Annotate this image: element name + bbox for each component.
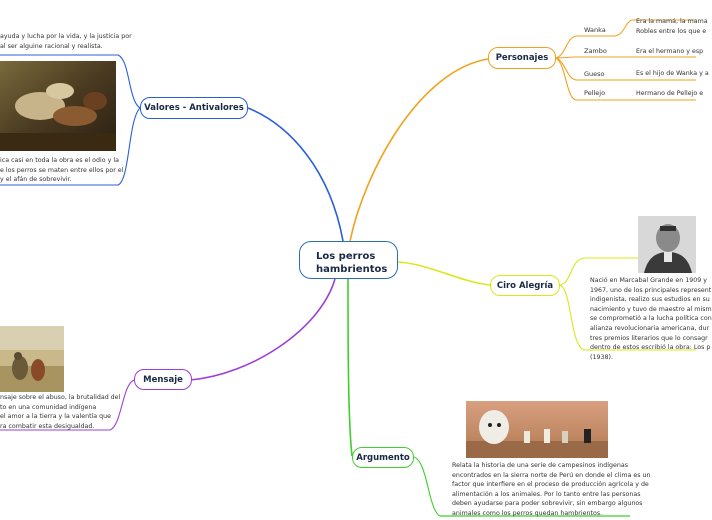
personajes-to-gueso [555,57,615,81]
wanka-description-line: Era la mamá, la mama [636,18,708,25]
pellejo-description: Hermano de Pellejo e [636,90,704,97]
central-title-line2: hambrientos [316,264,388,275]
personajes-to-pellejo [555,57,615,101]
ciro-biography-line: tres premios literarios que lo consagr [590,334,708,342]
personajes-to-wanka [555,35,615,59]
ciro-biography: Nació en Marcabal Grande en 1909 y 1967,… [590,276,712,362]
valores-text-bottom-line: y el afán de sobrevivir. [0,176,72,184]
gueso-description: Es el hijo de Wanka y a [636,70,709,77]
branch-ciro [397,261,491,286]
wanka-to-desc [614,19,696,37]
mensaje-text-line: to en una comunidad indígena [0,403,97,411]
valores-to-top-text [0,54,141,109]
topic-argumento[interactable]: Argumento [352,447,414,468]
ciro-biography-line: alianza revolucionaria americana, dur [590,324,710,332]
branch-mensaje [189,278,336,381]
personaje-wanka[interactable]: Wanka [584,26,606,34]
zambo-description: Era el hermano y esp [636,48,704,55]
topic-argumento-label: Argumento [356,452,410,463]
mensaje-text-line: nsaje sobre el abuso, la brutalidad del [0,394,121,401]
wanka-description-line: Robles entre los que e [636,27,707,35]
ciro-biography-line: Nació en Marcabal Grande en 1909 y [590,277,707,284]
ciro-biography-line: (1938). [590,353,613,361]
valores-text-bottom: ica casi en toda la obra es el odio y la… [0,156,123,185]
valores-text-bottom-line: ica casi en toda la obra es el odio y la [0,157,119,164]
ciro-biography-line: 1967, uno de los principales represent [590,286,712,294]
mindmap-connectors [0,19,696,517]
argumento-text-line: animales como los perros quedan hambrien… [452,509,603,517]
valores-text-top: ayuda y lucha por la vida, y la justicia… [0,32,132,51]
valores-text-top-line: al ser alguine racional y realista. [0,42,103,50]
valores-to-bottom-text [0,107,141,186]
ciro-biography-line: se comprometió a la lucha política con [590,315,712,323]
mensaje-text-line: el amor a la tierra y la valentía que [0,413,112,421]
valores-text-top-line: ayuda y lucha por la vida, y la justicia… [0,33,132,40]
ciro-biography-line: dentro de estos escribió la obra: Los p [590,344,711,352]
personaje-pellejo[interactable]: Pellejo [584,89,606,97]
argumento-image-dogs-film [466,401,608,458]
ciro-biography-line: nacimiento y tuvo de maestro al mism [590,305,712,313]
topic-valores-antivalores[interactable]: Valores - Antivalores [140,97,248,119]
topic-mensaje[interactable]: Mensaje [134,369,192,390]
personaje-gueso[interactable]: Gueso [584,70,605,78]
branch-argumento [347,278,353,457]
branch-personajes [349,58,489,242]
wanka-description: Era la mamá, la mama Robles entre los qu… [636,17,708,36]
argumento-text-line: encontrados en la sierra norte de Perú e… [452,471,651,479]
valores-text-bottom-line: e los perros se maten entre ellos por el [0,166,124,174]
argumento-text-line: deben ayudarse para poder sobrevivir, si… [452,500,643,508]
personajes-to-zambo [555,56,615,59]
topic-ciro-alegria[interactable]: Ciro Alegría [490,275,560,296]
topic-personajes-label: Personajes [495,53,549,63]
argumento-to-text-curve [413,456,441,517]
mensaje-text-line: ra combatir esta desigualdad. [0,422,95,430]
mensaje-image-gleaners-painting [0,326,64,392]
argumento-text-line: Relata la historia de una serie de campe… [452,462,628,469]
topic-personajes[interactable]: Personajes [488,47,556,69]
branch-valores [247,107,344,242]
ciro-to-text-bottom [559,284,696,351]
central-title-line1: Los perros [316,251,376,262]
mensaje-text: nsaje sobre el abuso, la brutalidad del … [0,393,120,431]
ciro-to-text [559,257,696,286]
topic-mensaje-label: Mensaje [143,374,183,385]
central-topic[interactable]: Los perros hambrientos [299,241,398,279]
topic-ciro-label: Ciro Alegría [496,280,554,291]
topic-valores-label: Valores - Antivalores [144,103,244,113]
argumento-text: Relata la historia de una serie de campe… [452,461,651,519]
mensaje-to-text [0,379,135,431]
ciro-alegria-portrait [638,216,696,273]
argumento-text-line: alimentación a los animales. Por lo tant… [452,490,641,498]
valores-image-dogs-painting [0,61,116,151]
personaje-zambo[interactable]: Zambo [584,47,607,55]
argumento-text-line: factor que interfiere en el proceso de p… [452,481,649,489]
ciro-biography-line: indigenista, realizo sus estudios en su [590,296,710,304]
